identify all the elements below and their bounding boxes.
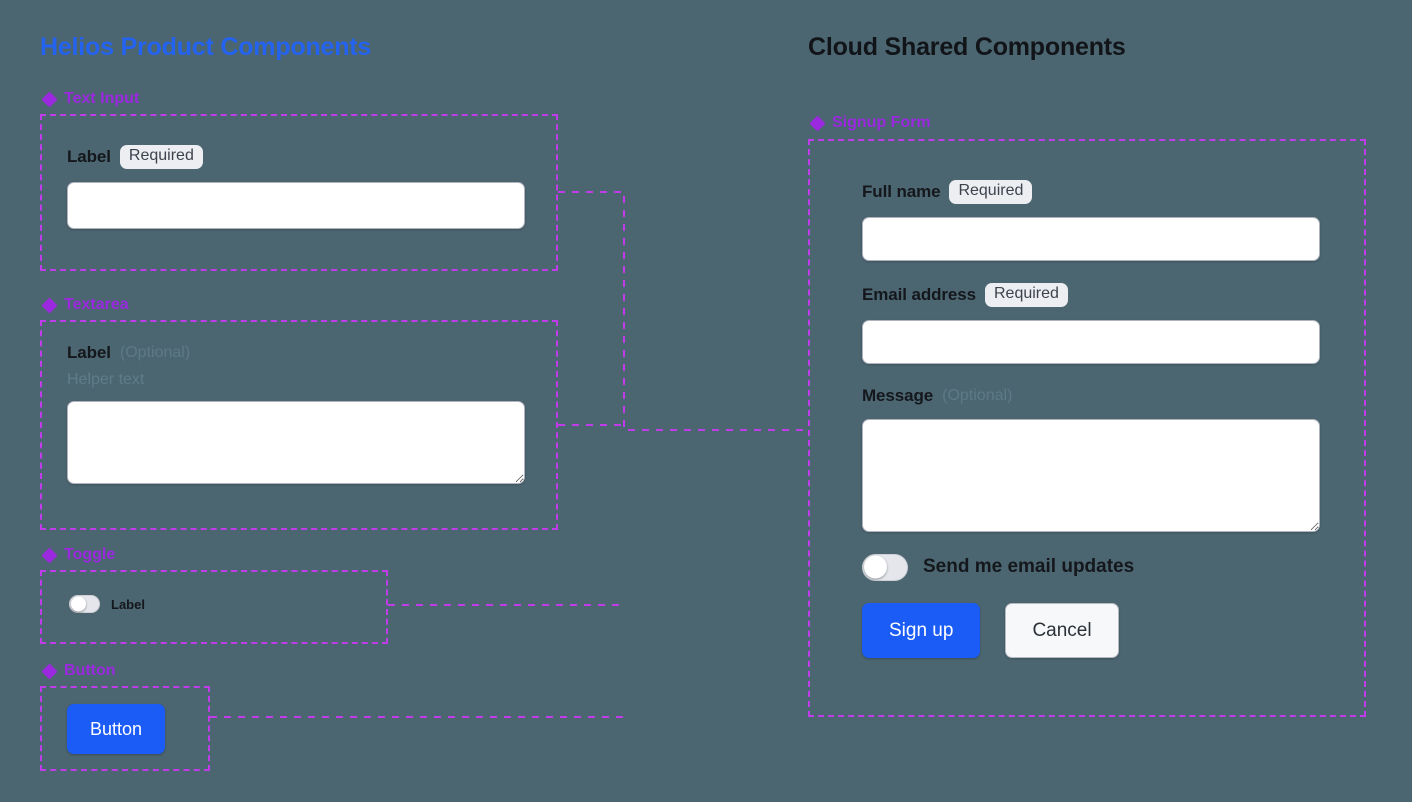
message-label-row: Message (Optional) <box>862 386 1320 406</box>
component-signup-form: Full name Required Email address Require… <box>862 180 1320 658</box>
email-label-row: Email address Required <box>862 282 1320 307</box>
cancel-button[interactable]: Cancel <box>1005 602 1119 658</box>
email-required-badge: Required <box>984 282 1068 307</box>
component-button: Button <box>67 704 166 754</box>
section-name-textarea: Textarea <box>64 296 129 313</box>
right-panel-title: Cloud Shared Components <box>808 33 1126 61</box>
email-input[interactable] <box>862 319 1320 364</box>
frame-text-input <box>40 114 558 271</box>
textarea-label: Label <box>67 343 111 362</box>
diamond-cluster-icon <box>42 91 57 107</box>
textarea-field[interactable] <box>67 401 525 484</box>
frame-textarea <box>40 320 558 530</box>
diamond-cluster-icon <box>810 115 825 131</box>
section-name-button: Button <box>64 662 116 679</box>
section-header-button[interactable]: Button <box>42 662 116 680</box>
section-header-signup-form[interactable]: Signup Form <box>810 114 931 132</box>
email-label: Email address <box>862 284 976 304</box>
toggle-knob <box>71 596 86 612</box>
text-input-required-badge: Required <box>119 145 203 169</box>
textarea-helper-text: Helper text <box>67 371 145 388</box>
section-header-textarea[interactable]: Textarea <box>42 296 129 314</box>
full-name-label: Full name <box>862 181 941 201</box>
frame-button <box>40 686 210 771</box>
toggle-label: Label <box>111 596 145 612</box>
full-name-label-row: Full name Required <box>862 180 1320 204</box>
frame-signup-form <box>808 139 1366 717</box>
text-input-label-row: Label Required <box>67 145 525 169</box>
message-textarea[interactable] <box>862 418 1320 532</box>
section-header-toggle[interactable]: Toggle <box>42 546 115 564</box>
connector-text-input <box>558 191 808 431</box>
textarea-label-row: Label (Optional) <box>67 343 525 363</box>
component-textarea: Label (Optional) Helper text <box>67 343 525 484</box>
email-updates-label: Send me email updates <box>923 556 1135 578</box>
left-panel-title: Helios Product Components <box>40 33 372 61</box>
component-text-input: Label Required <box>67 145 525 229</box>
email-updates-toggle-knob <box>864 555 887 579</box>
section-name-text-input: Text Input <box>64 90 140 107</box>
section-name-toggle: Toggle <box>64 546 116 563</box>
sign-up-button[interactable]: Sign up <box>862 602 981 658</box>
diamond-cluster-icon <box>42 547 57 563</box>
signup-actions: Sign up Cancel <box>862 602 1320 658</box>
email-updates-row: Send me email updates <box>862 553 1320 581</box>
text-input-label: Label <box>67 146 111 166</box>
frame-toggle <box>40 570 388 644</box>
text-input-field[interactable] <box>67 181 525 229</box>
demo-button[interactable]: Button <box>67 704 166 754</box>
component-toggle: Label <box>69 595 145 613</box>
email-updates-toggle[interactable] <box>862 553 908 581</box>
section-header-text-input[interactable]: Text Input <box>42 90 139 108</box>
toggle-switch[interactable] <box>69 595 100 613</box>
textarea-optional-tag: (Optional) <box>119 344 191 361</box>
message-label: Message <box>862 385 934 405</box>
diamond-cluster-icon <box>42 297 57 313</box>
full-name-required-badge: Required <box>949 180 1033 204</box>
full-name-input[interactable] <box>862 216 1320 261</box>
section-name-signup-form: Signup Form <box>832 114 931 131</box>
diamond-cluster-icon <box>42 663 57 679</box>
message-optional-tag: (Optional) <box>942 386 1013 404</box>
